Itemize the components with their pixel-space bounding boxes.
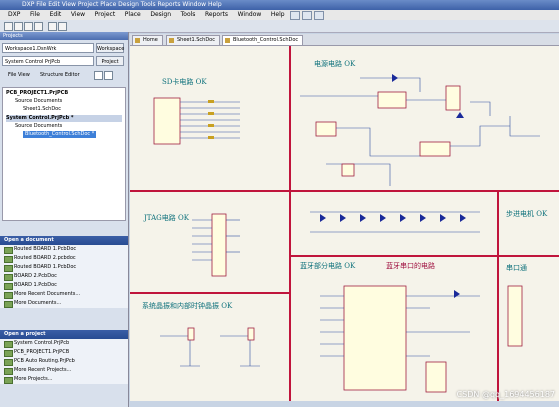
- more-projects-link[interactable]: More Projects...: [0, 375, 128, 384]
- led-row: [310, 211, 480, 233]
- new-icon[interactable]: [4, 22, 13, 31]
- recent-project-item[interactable]: System Control.PrjPcb: [0, 339, 128, 348]
- recent-doc-item[interactable]: Routed BOARD 2.pcbdoc: [0, 254, 128, 263]
- zoom-icon[interactable]: [48, 22, 57, 31]
- toolbar: [0, 20, 559, 33]
- tree-item-pcb-project[interactable]: PCB_PROJECT1.PrjPCB: [6, 90, 69, 96]
- project-button[interactable]: Project: [96, 56, 124, 66]
- more-recent-docs-link[interactable]: More Recent Documents...: [0, 290, 128, 299]
- tab-home[interactable]: Home: [132, 35, 163, 45]
- label-bluetooth: 蓝牙部分电路 OK: [300, 261, 356, 270]
- project-tree: PCB_PROJECT1.PrjPCB Source Documents She…: [2, 87, 126, 221]
- label-oscillator: 系统晶振和内部时钟晶振 OK: [142, 301, 233, 310]
- workspace-select[interactable]: Workspace1.DsnWrk: [2, 43, 94, 53]
- more-docs-link[interactable]: More Documents...: [0, 299, 128, 308]
- label-bluetooth-uart: 蓝牙串口的电路: [386, 261, 435, 270]
- menu-project[interactable]: Project: [94, 11, 116, 18]
- menu-view[interactable]: View: [70, 11, 86, 18]
- forward-icon[interactable]: [302, 11, 312, 20]
- menu-dxp[interactable]: DXP: [8, 11, 21, 18]
- open-project-section: Open a project System Control.PrjPcb PCB…: [0, 330, 128, 384]
- project-select[interactable]: System Control PrjPcb: [2, 56, 94, 66]
- open-document-section: Open a document Routed BOARD 1.PcbDoc Ro…: [0, 236, 128, 308]
- recent-doc-item[interactable]: Routed BOARD 1.PcbDoc: [0, 263, 128, 272]
- menu-place[interactable]: Place: [124, 11, 141, 18]
- section-borders: [130, 46, 559, 401]
- bluetooth-circuit: 蓝牙部分电路 OK 蓝牙串口的电路: [300, 261, 480, 393]
- save-icon[interactable]: [24, 22, 33, 31]
- schematic-canvas[interactable]: SD卡电路 OK 电源电路 OK: [130, 46, 559, 401]
- settings-icon[interactable]: [104, 71, 113, 80]
- view-switcher: File View Structure Editor: [2, 70, 124, 80]
- uart-connector: [507, 285, 523, 347]
- title-bar: DXP File Edit View Project Place Design …: [0, 0, 559, 10]
- label-sd-card: SD卡电路 OK: [162, 77, 207, 86]
- back-icon[interactable]: [290, 11, 300, 20]
- recent-doc-item[interactable]: BOARD 2.PcbDoc: [0, 272, 128, 281]
- label-power: 电源电路 OK: [314, 59, 356, 68]
- open-project-header: Open a project: [0, 330, 128, 339]
- schematic-drawing: SD卡电路 OK 电源电路 OK: [130, 46, 559, 401]
- menu-help[interactable]: Help: [270, 11, 285, 18]
- watermark: CSDN @qq_1694456187: [456, 390, 555, 399]
- tree-item-sheet1[interactable]: Sheet1.SchDoc: [23, 106, 61, 112]
- tree-item-source-docs[interactable]: Source Documents: [15, 98, 63, 104]
- open-icon[interactable]: [14, 22, 23, 31]
- file-view-radio[interactable]: File View: [8, 72, 30, 78]
- print-icon[interactable]: [34, 22, 43, 31]
- menu-tools[interactable]: Tools: [180, 11, 196, 18]
- menu-window[interactable]: Window: [237, 11, 262, 18]
- projects-panel: Projects Workspace1.DsnWrk Workspace Sys…: [0, 32, 129, 407]
- jtag-circuit: JTAG电路 OK: [143, 213, 240, 277]
- menu-reports[interactable]: Reports: [205, 11, 229, 18]
- folder-icon[interactable]: [94, 71, 103, 80]
- power-circuit: 电源电路 OK: [300, 59, 540, 186]
- tree-item-bluetooth-control[interactable]: Bluetooth_Control.SchDoc *: [23, 131, 97, 138]
- more-recent-projects-link[interactable]: More Recent Projects...: [0, 366, 128, 375]
- menu-file[interactable]: File: [29, 11, 40, 18]
- tree-item-source-docs-2[interactable]: Source Documents: [15, 123, 63, 129]
- label-jtag: JTAG电路 OK: [143, 213, 190, 222]
- open-document-header: Open a document: [0, 236, 128, 245]
- recent-doc-item[interactable]: Routed BOARD 1.PcbDoc: [0, 245, 128, 254]
- oscillator-circuit: 系统晶振和内部时钟晶振 OK: [142, 301, 260, 367]
- recent-project-item[interactable]: PCB Auto Routing.PrjPcb: [0, 357, 128, 366]
- tab-sheet1[interactable]: Sheet1.SchDoc: [166, 35, 220, 45]
- label-motor: 步进电机 OK: [506, 209, 548, 218]
- recent-doc-item[interactable]: BOARD 1.PcbDoc: [0, 281, 128, 290]
- menu-design[interactable]: Design: [150, 11, 172, 18]
- tab-bluetooth-control[interactable]: Bluetooth_Control.SchDoc: [222, 35, 304, 45]
- window-title: DXP File Edit View Project Place Design …: [22, 1, 222, 8]
- led-diodes: [320, 214, 466, 222]
- sd-card-circuit: SD卡电路 OK: [153, 77, 240, 145]
- recent-project-item[interactable]: PCB_PROJECT1.PrjPCB: [0, 348, 128, 357]
- projects-header: Projects: [0, 32, 128, 40]
- menu-edit[interactable]: Edit: [49, 11, 62, 18]
- label-uart: 串口通: [506, 263, 527, 272]
- structure-editor-radio[interactable]: Structure Editor: [40, 72, 80, 78]
- zoom-fit-icon[interactable]: [58, 22, 67, 31]
- workspace-button[interactable]: Workspace: [96, 43, 124, 53]
- tree-item-system-control[interactable]: System Control.PrjPcb *: [6, 115, 122, 122]
- home-icon[interactable]: [314, 11, 324, 20]
- document-tabs: Home Sheet1.SchDoc Bluetooth_Control.Sch…: [130, 34, 559, 46]
